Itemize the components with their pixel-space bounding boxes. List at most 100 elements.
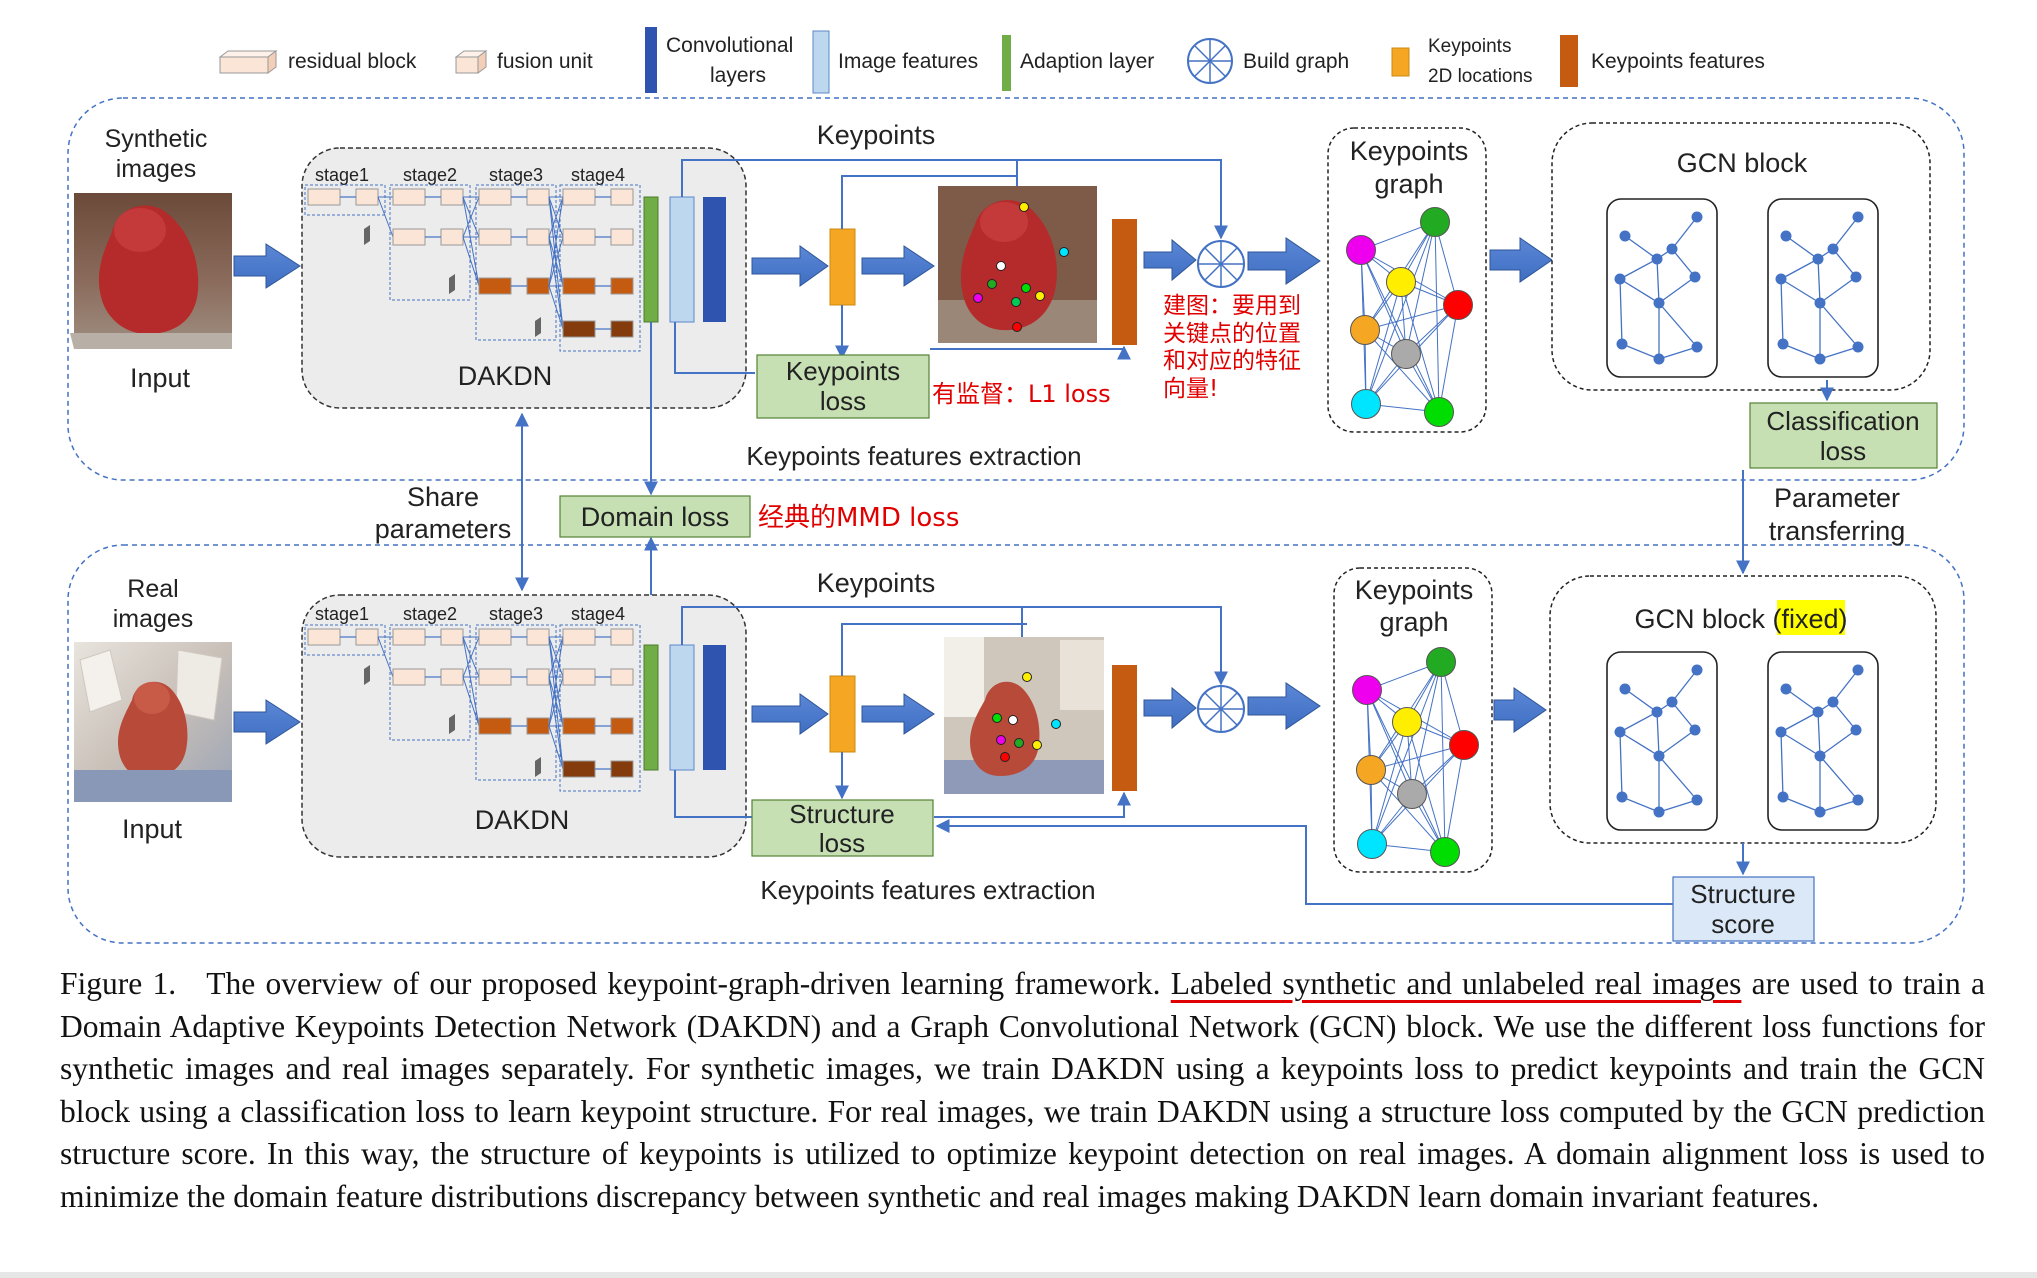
residual-block bbox=[478, 668, 512, 686]
fusion-link bbox=[548, 285, 564, 330]
top-pipeline: Synthetic images Input stage1 stage2 sta… bbox=[70, 120, 1938, 471]
residual-block bbox=[478, 228, 512, 246]
gcn-edge bbox=[1832, 216, 1859, 250]
residual-block bbox=[562, 228, 596, 246]
top-keypoint-image bbox=[938, 186, 1097, 343]
gcn-node bbox=[1780, 230, 1792, 242]
graph-edge bbox=[1364, 329, 1440, 413]
gcn-node bbox=[1619, 230, 1631, 242]
graph-edge bbox=[1438, 304, 1459, 413]
residual-block bbox=[562, 668, 596, 686]
graph-note-4: 向量! bbox=[1163, 376, 1218, 402]
gcn-edge bbox=[1658, 729, 1696, 757]
top-kp-graph bbox=[1346, 207, 1473, 427]
bottom-keypoint-image bbox=[944, 637, 1104, 794]
framework-diagram: residual block fusion unit Convolutional… bbox=[67, 27, 1965, 944]
bottom-stage4: stage4 bbox=[571, 604, 625, 624]
graph-edge bbox=[1405, 221, 1436, 355]
gcn-edge bbox=[1817, 711, 1821, 757]
residual-block bbox=[610, 717, 634, 735]
graph-edge bbox=[1366, 689, 1446, 853]
residual-block bbox=[440, 668, 464, 686]
share-2: parameters bbox=[375, 514, 512, 544]
residual-block bbox=[478, 717, 512, 735]
gcn-edge bbox=[1832, 701, 1857, 731]
graph-annotation: 建图：要用到 关键点的位置 和对应的特征 向量! bbox=[1163, 293, 1301, 402]
fusion-link bbox=[462, 196, 480, 287]
top-gcn-graph-1 bbox=[1606, 198, 1718, 378]
gcn-node bbox=[1780, 683, 1792, 695]
gcn-node bbox=[1651, 706, 1663, 718]
gcn-node bbox=[1777, 338, 1789, 350]
bottom-gcn-title: GCN block (fixed) bbox=[1634, 604, 1847, 634]
synthetic-input-image bbox=[70, 193, 232, 349]
fusion-link bbox=[548, 196, 564, 238]
residual-block bbox=[562, 188, 596, 206]
param-2: transferring bbox=[1769, 516, 1906, 546]
residual-block bbox=[526, 628, 550, 646]
legend-image-features-swatch bbox=[812, 30, 830, 94]
graph-node bbox=[1350, 315, 1380, 345]
residual-block bbox=[610, 760, 634, 778]
residual-block bbox=[392, 188, 426, 206]
graph-edge bbox=[1444, 744, 1465, 853]
residual-block bbox=[562, 717, 596, 735]
figure-caption: Figure 1. The overview of our proposed k… bbox=[60, 963, 1985, 1219]
legend-residual-block: residual block bbox=[288, 50, 417, 73]
residual-block bbox=[526, 668, 550, 686]
gcn-node bbox=[1852, 341, 1864, 353]
top-section-outline bbox=[67, 97, 1965, 481]
gcn-node bbox=[1852, 794, 1864, 806]
fusion-link bbox=[548, 236, 564, 287]
gcn-node bbox=[1614, 726, 1626, 738]
top-arrow-to-graph-op bbox=[1143, 238, 1197, 282]
gcn-edge bbox=[1671, 669, 1698, 703]
top-input-arrow bbox=[233, 243, 301, 289]
gcn-node bbox=[1653, 806, 1665, 818]
structure-loss-box bbox=[751, 799, 934, 857]
top-stage2: stage2 bbox=[403, 165, 457, 185]
gcn-edge bbox=[1671, 248, 1696, 278]
gcn-node bbox=[1653, 297, 1665, 309]
graph-edge bbox=[1370, 744, 1465, 771]
gcn-edge bbox=[1785, 688, 1819, 713]
gcn-node bbox=[1814, 353, 1826, 365]
gcn-edge bbox=[1819, 799, 1859, 813]
gcn-edge bbox=[1832, 248, 1857, 278]
gcn-edge bbox=[1780, 731, 1821, 757]
gcn-edge bbox=[1624, 235, 1658, 260]
page-bottom-rule bbox=[0, 1272, 2037, 1278]
legend-kpfeat-swatch bbox=[1560, 35, 1578, 87]
top-input-label: Input bbox=[130, 363, 191, 393]
graph-node bbox=[1346, 235, 1376, 265]
residual-block bbox=[355, 188, 379, 206]
fusion-link bbox=[548, 676, 564, 727]
domain-loss-label: Domain loss bbox=[581, 502, 730, 532]
legend-build-graph: Build graph bbox=[1243, 50, 1349, 73]
residual-block bbox=[440, 228, 464, 246]
residual-block bbox=[355, 628, 379, 646]
gcn-node bbox=[1616, 791, 1628, 803]
fusion-link bbox=[548, 725, 564, 770]
top-arrow-to-image bbox=[861, 245, 935, 287]
top-stage3: stage3 bbox=[489, 165, 543, 185]
cls-loss-1: Classification bbox=[1766, 406, 1919, 436]
gcn-edge bbox=[1619, 278, 1623, 345]
legend-conv-2: layers bbox=[710, 64, 766, 87]
top-stage-blocks bbox=[304, 184, 641, 352]
gcn-node bbox=[1653, 353, 1665, 365]
bottom-stage1: stage1 bbox=[315, 604, 369, 624]
graph-edge bbox=[1364, 304, 1459, 331]
top-stage1: stage1 bbox=[315, 165, 369, 185]
residual-block bbox=[392, 628, 426, 646]
gcn-node bbox=[1653, 750, 1665, 762]
gcn-edge bbox=[1671, 701, 1696, 731]
bottom-gcn-graph-1 bbox=[1606, 651, 1718, 831]
gcn-edge bbox=[1658, 755, 1698, 801]
gcn-edge bbox=[1619, 731, 1623, 798]
residual-block bbox=[610, 188, 634, 206]
gcn-node bbox=[1691, 664, 1703, 676]
residual-block bbox=[392, 228, 426, 246]
graph-node bbox=[1392, 707, 1422, 737]
cls-loss-2: loss bbox=[1820, 436, 1866, 466]
